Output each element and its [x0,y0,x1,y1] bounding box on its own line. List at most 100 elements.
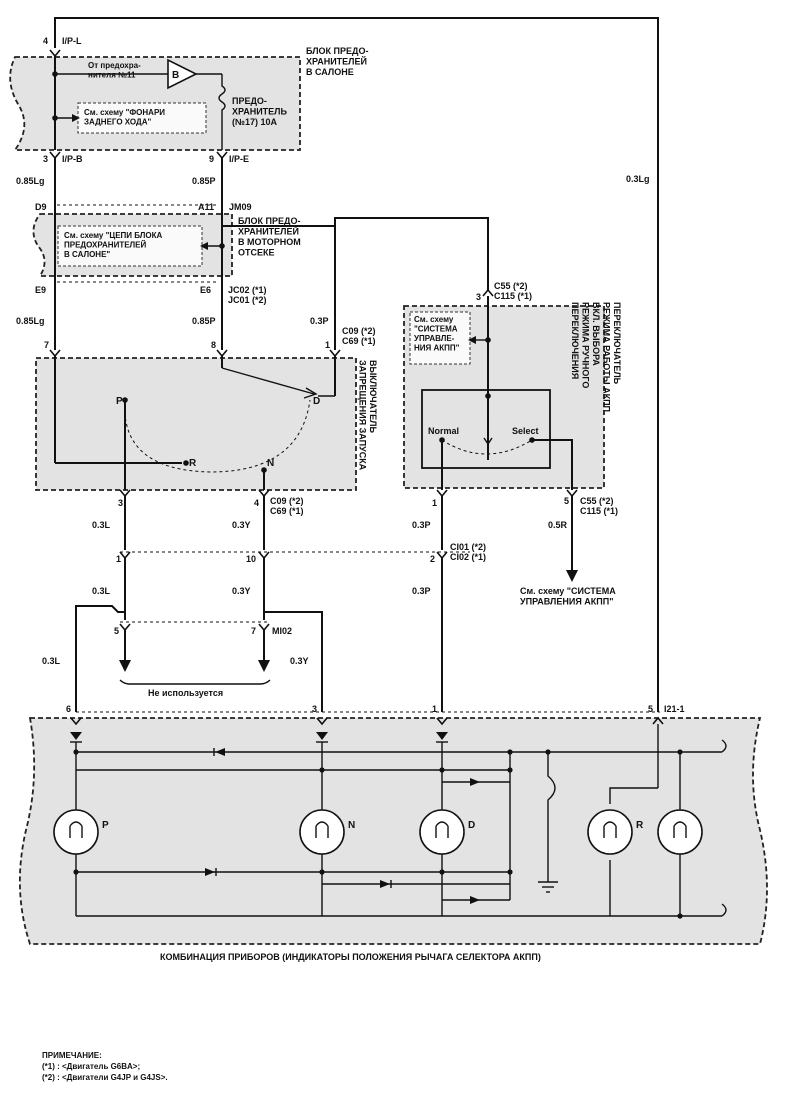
switch-pos-d: D [313,396,320,407]
wire-jm09-to-c55 [222,217,489,290]
connector-c69-bottom: C69 (*1) [270,506,304,516]
wire-03l-2: 0.3L [92,586,111,596]
fuse-b-letter: B [172,70,179,81]
note-1: (*1) : <Двигатель G6BA>; [42,1062,141,1071]
pin-3-inhibitor-out: 3 [118,498,123,508]
wire-03y-1: 0.3Y [232,520,251,530]
lamp-illumination [657,809,703,855]
wire-03l-loop [75,605,125,712]
connector-c115-bottom: C115 (*1) [580,506,618,516]
notes: ПРИМЕЧАНИЕ: (*1) : <Двигатель G6BA>; (*2… [42,1050,168,1083]
fuse17-symbol [218,74,226,150]
inhibitor-wiper [221,367,315,395]
connector-c115-top: C115 (*1) [494,291,532,301]
pin-9-ipe: 9 [209,154,214,164]
lamp-r: R [587,809,644,855]
connector-mi02: MI02 [272,626,292,636]
wire-03y-loop [264,611,323,712]
cluster-label: КОМБИНАЦИЯ ПРИБОРОВ (ИНДИКАТОРЫ ПОЛОЖЕНИ… [160,952,541,962]
connector-ipe: I/P-E [229,154,249,164]
connector-jc02: JC02 (*1) [228,285,267,295]
connector-ci01: CI01 (*2) [450,542,486,552]
switch-pos-r: R [189,458,197,469]
see-atm-control-box[interactable] [409,311,471,365]
connector-ci02: CI02 (*1) [450,552,486,562]
pin-1-mode-out: 1 [432,498,437,508]
wire-03l-3: 0.3L [42,656,61,666]
wire-05r: 0.5R [548,520,568,530]
connector-c55-top: C55 (*2) [494,281,528,291]
pin-5-mi02: 5 [114,626,119,636]
wire-03l-1: 0.3L [92,520,111,530]
pin-3-ipb: 3 [43,154,48,164]
connector-c69: C69 (*1) [342,336,376,346]
lamp-r-label: R [636,820,644,831]
mode-normal-label: Normal [428,426,459,436]
connector-jm09: JM09 [229,202,252,212]
cluster-box [18,717,768,945]
connector-ipl: I/P-L [62,36,82,46]
pin-1-ci: 1 [116,554,121,564]
mode-switch-contact-box [421,389,551,469]
pin-6-cluster: 6 [66,704,71,714]
pin-4-inhibitor-out: 4 [254,498,259,508]
pin-1-cluster: 1 [432,704,437,714]
pin-5-cluster: 5 [648,704,653,714]
inhibitor-switch-box [35,357,357,491]
wire-03y-3: 0.3Y [290,656,309,666]
wire-03p-2: 0.3P [412,520,431,530]
from-fuse-11-label: От предохра-нителя №11 [88,61,141,80]
pin-8-inhibitor: 8 [211,340,216,350]
mode-select-label: Select [512,426,539,436]
connector-a11: A11 [198,202,214,212]
connector-i211: I21-1 [664,704,685,714]
lamp-p-label: P [102,820,109,831]
notes-title: ПРИМЕЧАНИЕ: [42,1051,102,1060]
connector-jc01: JC01 (*2) [228,295,267,305]
wire-03p-3: 0.3P [412,586,431,596]
wire-085lg-1: 0.85Lg [16,176,45,186]
connector-c55-bottom: C55 (*2) [580,496,614,506]
see-fuse-circuits-box[interactable] [57,225,203,267]
not-used-label: Не используется [148,688,223,698]
wire-085lg-2: 0.85Lg [16,316,45,326]
fuse17-label: ПРЕДО-ХРАНИТЕЛЬ(№17) 10А [232,96,287,127]
note-2: (*2) : <Двигатели G4JP и G4JS>. [42,1073,168,1082]
pin-3-c55: 3 [476,292,481,302]
pin-2-ci: 2 [430,554,435,564]
mode-switch-label: ПЕРЕКЛЮЧАТЕЛЬРЕЖИМА РАБОТЫ АКППВКЛ. ВЫБО… [570,302,622,412]
connector-c09-bottom: C09 (*2) [270,496,304,506]
pin-7-inhibitor: 7 [44,340,49,350]
lamp-p: P [53,809,109,855]
inhibitor-switch-label: ВЫКЛЮЧАТЕЛЬЗАПРЕЩЕНИЯ ЗАПУСКА [358,360,379,471]
wire-03y-2: 0.3Y [232,586,251,596]
connector-ipb: I/P-B [62,154,83,164]
pin-4-ipl: 4 [43,36,48,46]
pin-10-ci: 10 [246,554,256,564]
pin-1-inhibitor: 1 [325,340,330,350]
switch-pos-n: N [267,458,274,469]
pin-7-mi02: 7 [251,626,256,636]
connector-d9: D9 [35,202,47,212]
pin-5-mode-out: 5 [564,496,569,506]
lamp-n: N [299,809,355,855]
lamp-n-label: N [348,820,355,831]
wire-085p-1: 0.85P [192,176,216,186]
connector-c09: C09 (*2) [342,326,376,336]
wire-03lg: 0.3Lg [626,174,650,184]
connector-e9: E9 [35,285,46,295]
wire-085p-2: 0.85P [192,316,216,326]
lamp-d: D [419,809,475,855]
wire-ipl-top [54,17,659,712]
lamp-d-label: D [468,820,475,831]
pin-3-cluster: 3 [312,704,317,714]
connector-e6: E6 [200,285,211,295]
wire-03p-1: 0.3P [310,316,329,326]
